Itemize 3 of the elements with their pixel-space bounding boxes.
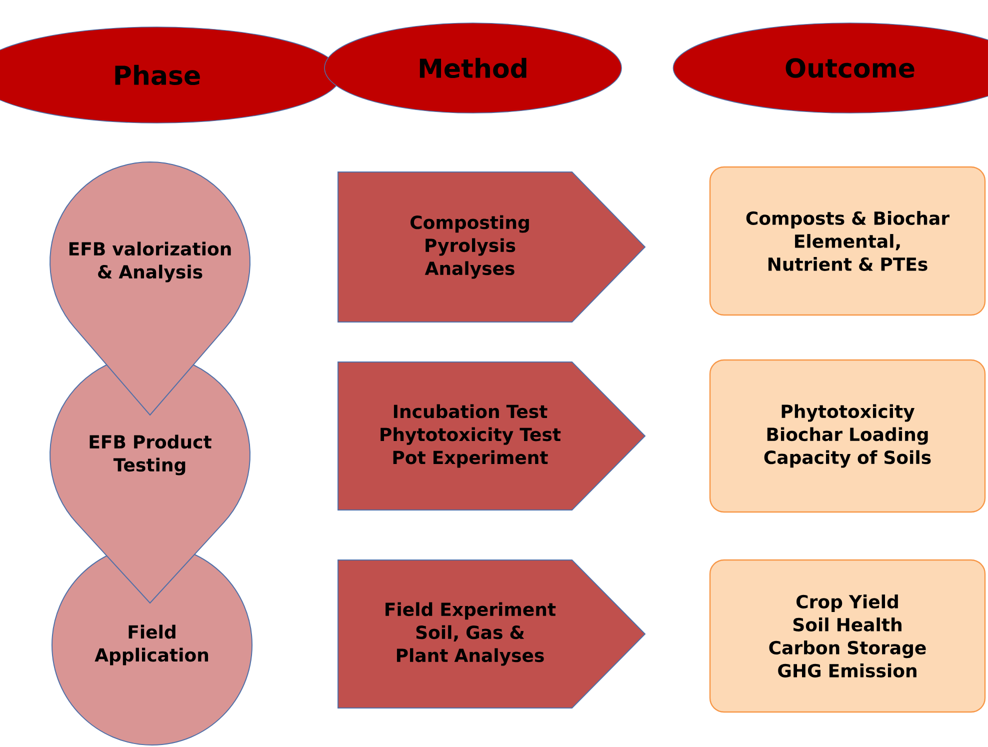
outcome-box: Composts & Biochar Elemental, Nutrient & PTEs bbox=[709, 166, 986, 316]
outcome-box: Phytotoxicity Biochar Loading Capacity of Soils bbox=[709, 359, 986, 513]
outcome-box: Crop Yield Soil Health Carbon Storage GHG Emission bbox=[709, 559, 986, 713]
